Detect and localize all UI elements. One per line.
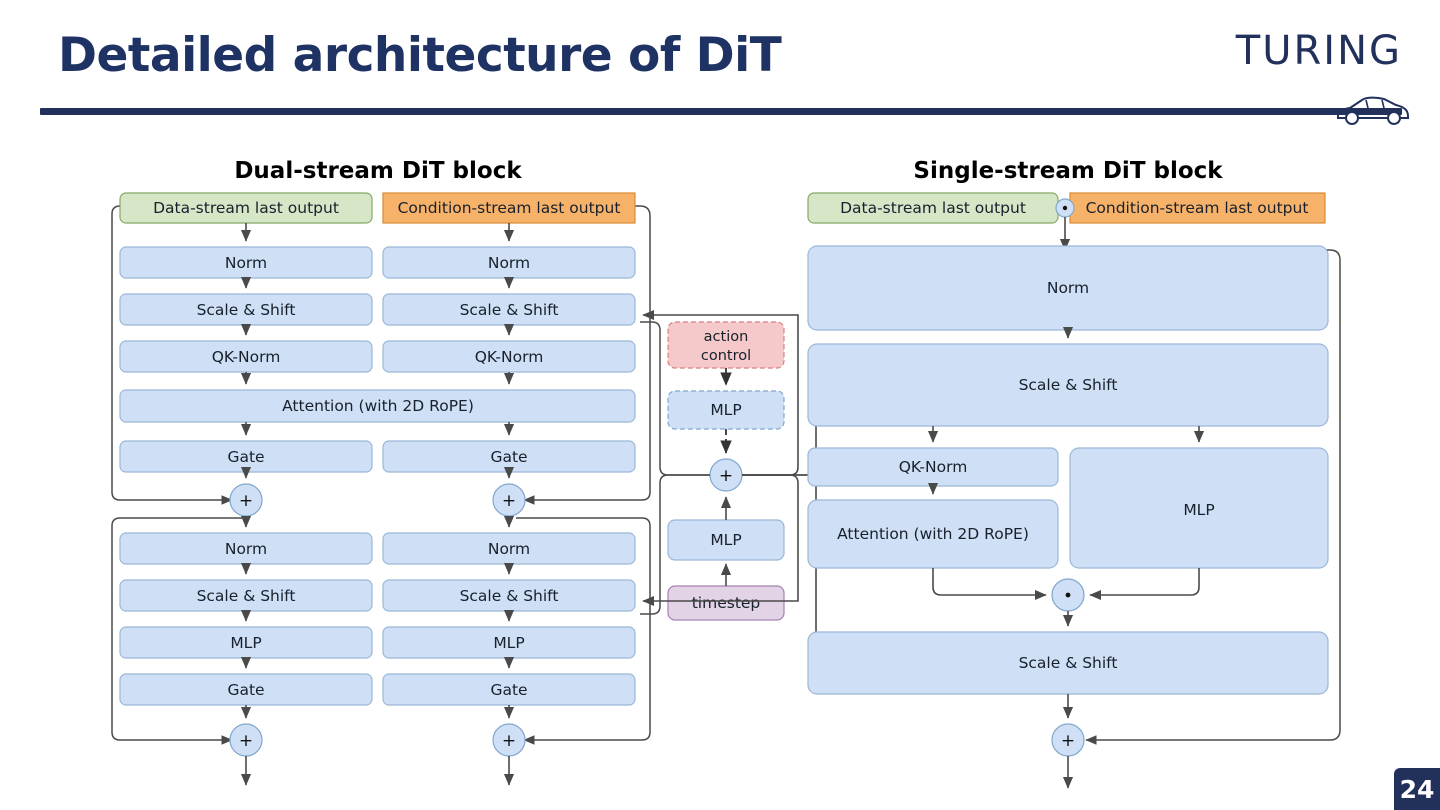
left-data-qknorm-1-label: QK-Norm: [212, 348, 281, 366]
title-divider: [40, 108, 1402, 115]
action-mlp-box: [667, 390, 785, 430]
left-data-mlp-2-label: MLP: [230, 634, 261, 652]
left-section-title: Dual-stream DiT block: [234, 158, 522, 184]
wire-mlp-to-merge: [1089, 568, 1200, 601]
right-mlp-label: MLP: [1183, 501, 1214, 519]
left-residual-path-cond-1: [523, 205, 651, 505]
action-control-label-line1: action: [704, 329, 749, 345]
middle-add-op-label: +: [719, 466, 733, 486]
left-cond-add-1-label: +: [502, 491, 516, 511]
left-cond-norm-2-label: Norm: [488, 540, 530, 558]
left-condition-stream-header-label: Condition-stream last output: [398, 199, 621, 217]
left-attention-box: [119, 389, 636, 423]
right-add-op-label: +: [1061, 731, 1075, 751]
right-data-stream-header-label: Data-stream last output: [840, 199, 1026, 217]
right-concat-op-dot: [1062, 205, 1068, 211]
timestep-label: timestep: [692, 594, 761, 612]
left-data-gate-2-label: Gate: [227, 681, 264, 699]
left-cond-qknorm-1-label: QK-Norm: [475, 348, 544, 366]
action-control-label-line2: control: [701, 348, 751, 364]
right-condition-stream-header-box: [1069, 192, 1326, 224]
left-condition-stream-header-box: [382, 192, 636, 224]
left-cond-norm-1-label: Norm: [488, 254, 530, 272]
left-data-add-1-label: +: [239, 491, 253, 511]
middle-group-top: [640, 321, 710, 476]
action-mlp-label: MLP: [710, 401, 741, 419]
right-qknorm-label: QK-Norm: [899, 458, 968, 476]
left-data-scaleshift-1-label: Scale & Shift: [197, 301, 296, 319]
car-icon: [1332, 92, 1412, 130]
action-control-box: [667, 321, 785, 369]
left-cond-scaleshift-1-label: Scale & Shift: [460, 301, 559, 319]
left-data-add-2-label: +: [239, 731, 253, 751]
right-section-title: Single-stream DiT block: [913, 158, 1223, 184]
left-attention-label: Attention (with 2D RoPE): [282, 397, 474, 415]
left-data-scaleshift-2-label: Scale & Shift: [197, 587, 296, 605]
wire-attention-to-merge: [932, 568, 1047, 601]
turing-logo: TURING: [1235, 28, 1402, 74]
left-data-norm-1-label: Norm: [225, 254, 267, 272]
left-cond-mlp-2-label: MLP: [493, 634, 524, 652]
left-cond-scaleshift-2-label: Scale & Shift: [460, 587, 559, 605]
left-residual-path-data-1: [111, 205, 233, 505]
timestep-mlp-label: MLP: [710, 531, 741, 549]
right-scaleshift-top-label: Scale & Shift: [1019, 376, 1118, 394]
left-cond-add-2-label: +: [502, 731, 516, 751]
architecture-diagram: Dual-stream DiT block Data-stream last o…: [111, 158, 1341, 789]
page-title: Detailed architecture of DiT: [58, 28, 782, 83]
right-condition-stream-header-label: Condition-stream last output: [1086, 199, 1309, 217]
left-block-arrows: [240, 223, 515, 786]
left-cond-gate-2-label: Gate: [490, 681, 527, 699]
left-cond-gate-1-label: Gate: [490, 448, 527, 466]
right-norm-label: Norm: [1047, 279, 1089, 297]
page-number-badge: 24: [1394, 768, 1440, 810]
right-merge-op-dot: [1065, 592, 1071, 598]
left-data-stream-header-label: Data-stream last output: [153, 199, 339, 217]
right-scaleshift-top-box: [807, 343, 1329, 427]
right-scaleshift-bottom-label: Scale & Shift: [1019, 654, 1118, 672]
left-residual-path-cond-2: [516, 517, 651, 745]
right-residual-path: [1067, 249, 1341, 745]
left-data-gate-1-label: Gate: [227, 448, 264, 466]
left-data-norm-2-label: Norm: [225, 540, 267, 558]
right-attention-label: Attention (with 2D RoPE): [837, 525, 1029, 543]
left-residual-path-data-2: [111, 517, 250, 745]
middle-group-bottom: [640, 474, 710, 615]
